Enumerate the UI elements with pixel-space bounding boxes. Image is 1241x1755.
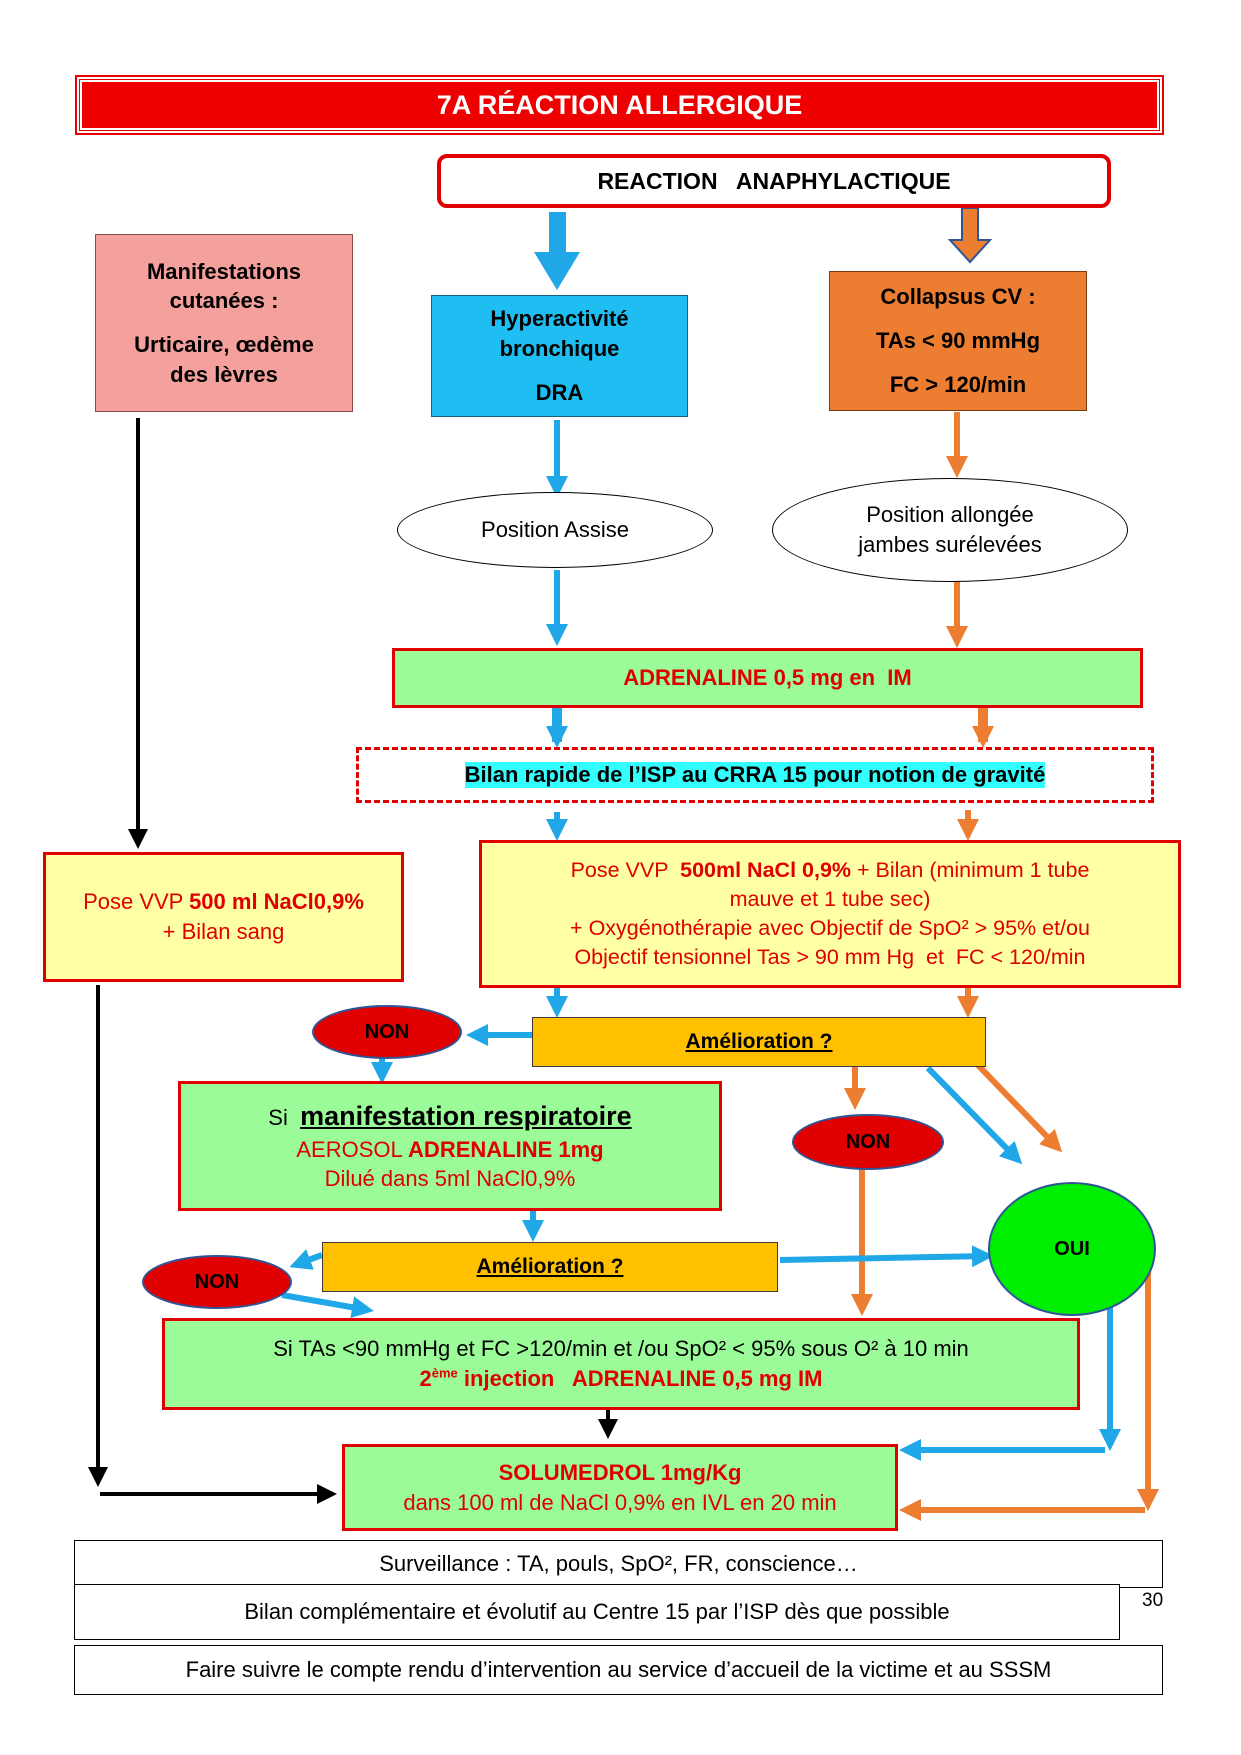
amelioration-1-box: Amélioration ?: [532, 1017, 986, 1067]
orange-block-arrow-top: [947, 207, 993, 264]
non-1-label: NON: [364, 1020, 410, 1043]
cutane-line3: Urticaire, œdème: [134, 332, 314, 357]
vvp-right-line4: Objectif tensionnel Tas > 90 mm Hg et FC…: [574, 945, 1086, 970]
injection-num: 2: [419, 1366, 432, 1391]
aerosol-line2-prefix: AEROSOL: [296, 1136, 409, 1162]
injection-sup: ème: [431, 1365, 458, 1381]
vvp-right-line1: Pose VVP 500ml NaCl 0,9% + Bilan (minimu…: [571, 856, 1090, 885]
page-title-banner: 7A RÉACTION ALLERGIQUE: [75, 75, 1164, 135]
position-allongee-ellipse: Position allongée jambes surélevées: [772, 478, 1128, 582]
vvp-left-line2: + Bilan sang: [162, 919, 285, 944]
arrow-amelioration2-oui: [779, 1245, 994, 1268]
bilan-complementaire-box: Bilan complémentaire et évolutif au Cent…: [74, 1584, 1120, 1640]
vvp-left-prefix: Pose VVP: [83, 889, 190, 915]
arrow-non3-injection: [281, 1292, 374, 1319]
vvp-right-line2: mauve et 1 tube sec): [729, 886, 931, 911]
vvp-right-line3: + Oxygénothérapie avec Objectif de SpO² …: [570, 916, 1090, 940]
cutane-line2: cutanées :: [169, 288, 279, 314]
amelioration-2-box: Amélioration ?: [322, 1242, 778, 1292]
vvp-right-rest1: + Bilan (minimum 1 tube: [851, 857, 1090, 882]
aerosol-line3: Dilué dans 5ml NaCl0,9%: [324, 1166, 576, 1192]
reaction-anaphylactique-label: REACTION ANAPHYLACTIQUE: [597, 167, 951, 194]
arrow-amelioration2-non3: [289, 1249, 324, 1270]
broncho-line2: bronchique: [499, 336, 620, 362]
page-number: 30: [1142, 1590, 1164, 1611]
blue-block-arrow-top: [534, 212, 580, 290]
adrenaline-im-label: ADRENALINE 0,5 mg en IM: [623, 665, 912, 690]
bilan-rapide-box: Bilan rapide de l’ISP au CRRA 15 pour no…: [356, 747, 1154, 803]
non-1-ellipse: NON: [312, 1005, 462, 1059]
compte-rendu-label: Faire suivre le compte rendu d’intervent…: [185, 1657, 1052, 1682]
surveillance-label: Surveillance : TA, pouls, SpO², FR, cons…: [379, 1551, 858, 1576]
broncho-line1: Hyperactivité: [490, 306, 629, 332]
solumedrol-line2: dans 100 ml de NaCl 0,9% en IVL en 20 mi…: [403, 1489, 837, 1515]
amelioration-2-label: Amélioration ?: [476, 1255, 624, 1278]
collapsus-cv-box: Collapsus CV : TAs < 90 mmHg FC > 120/mi…: [829, 271, 1087, 411]
injection-line1: Si TAs <90 mmHg et FC >120/min et /ou Sp…: [273, 1336, 969, 1362]
pose-vvp-left-box: Pose VVP 500 ml NaCl0,9% + Bilan sang: [43, 852, 404, 982]
injection-line2: 2ème injection ADRENALINE 0,5 mg IM: [420, 1364, 823, 1394]
collapsus-line2: TAs < 90 mmHg: [875, 328, 1041, 354]
aerosol-line2-bold: ADRENALINE 1mg: [408, 1136, 604, 1162]
cutane-line4: des lèvres: [170, 361, 278, 387]
allongee-line1: Position allongée: [866, 502, 1034, 528]
vvp-left-bold: 500 ml NaCl0,9%: [189, 889, 364, 915]
broncho-line3: DRA: [535, 379, 584, 405]
non-3-label: NON: [194, 1270, 240, 1293]
solumedrol-line1: SOLUMEDROL 1mg/Kg: [498, 1459, 742, 1485]
bilan-rapide-label: Bilan rapide de l’ISP au CRRA 15 pour no…: [464, 762, 1046, 788]
amelioration-1-label: Amélioration ?: [685, 1030, 833, 1053]
aerosol-line1: Si manifestation respiratoire: [268, 1098, 631, 1134]
non-2-label: NON: [845, 1130, 891, 1153]
aerosol-si: Si: [268, 1105, 301, 1131]
collapsus-line3: FC > 120/min: [889, 371, 1027, 397]
hyperactivite-bronchique-box: Hyperactivité bronchique DRA: [431, 295, 688, 417]
allongee-line2: jambes surélevées: [858, 532, 1042, 557]
pose-vvp-right-box: Pose VVP 500ml NaCl 0,9% + Bilan (minimu…: [479, 840, 1181, 988]
non-3-ellipse: NON: [142, 1255, 292, 1309]
bilan-complementaire-label: Bilan complémentaire et évolutif au Cent…: [244, 1599, 950, 1624]
solumedrol-box: SOLUMEDROL 1mg/Kg dans 100 ml de NaCl 0,…: [342, 1444, 898, 1531]
arrow-amelioration1-oui-orange: [972, 1059, 1063, 1153]
manifestations-cutanees-box: Manifestations cutanées : Urticaire, œdè…: [95, 234, 353, 412]
aerosol-line2: AEROSOL ADRENALINE 1mg: [296, 1135, 603, 1165]
arrow-amelioration1-oui-blue: [925, 1065, 1023, 1165]
vvp-left-line1: Pose VVP 500 ml NaCl0,9%: [83, 887, 364, 917]
page-title: 7A RÉACTION ALLERGIQUE: [436, 89, 803, 120]
position-assise-label: Position Assise: [481, 517, 629, 542]
aerosol-manif: manifestation respiratoire: [300, 1101, 632, 1132]
injection-rest: injection ADRENALINE 0,5 mg IM: [457, 1366, 823, 1391]
vvp-right-prefix: Pose VVP: [570, 857, 681, 882]
second-injection-box: Si TAs <90 mmHg et FC >120/min et /ou Sp…: [162, 1318, 1080, 1410]
surveillance-box: Surveillance : TA, pouls, SpO², FR, cons…: [74, 1540, 1163, 1588]
aerosol-box: Si manifestation respiratoire AEROSOL AD…: [178, 1081, 722, 1211]
collapsus-line1: Collapsus CV :: [880, 284, 1036, 310]
oui-label: OUI: [1054, 1237, 1090, 1260]
non-2-ellipse: NON: [792, 1114, 944, 1170]
reaction-anaphylactique-box: REACTION ANAPHYLACTIQUE: [437, 154, 1111, 208]
vvp-right-bold: 500ml NaCl 0,9%: [680, 857, 852, 882]
position-assise-ellipse: Position Assise: [397, 492, 713, 568]
cutane-line1: Manifestations: [146, 258, 302, 284]
compte-rendu-box: Faire suivre le compte rendu d’intervent…: [74, 1645, 1163, 1695]
adrenaline-im-box: ADRENALINE 0,5 mg en IM: [392, 648, 1143, 708]
oui-circle: OUI: [988, 1182, 1156, 1316]
